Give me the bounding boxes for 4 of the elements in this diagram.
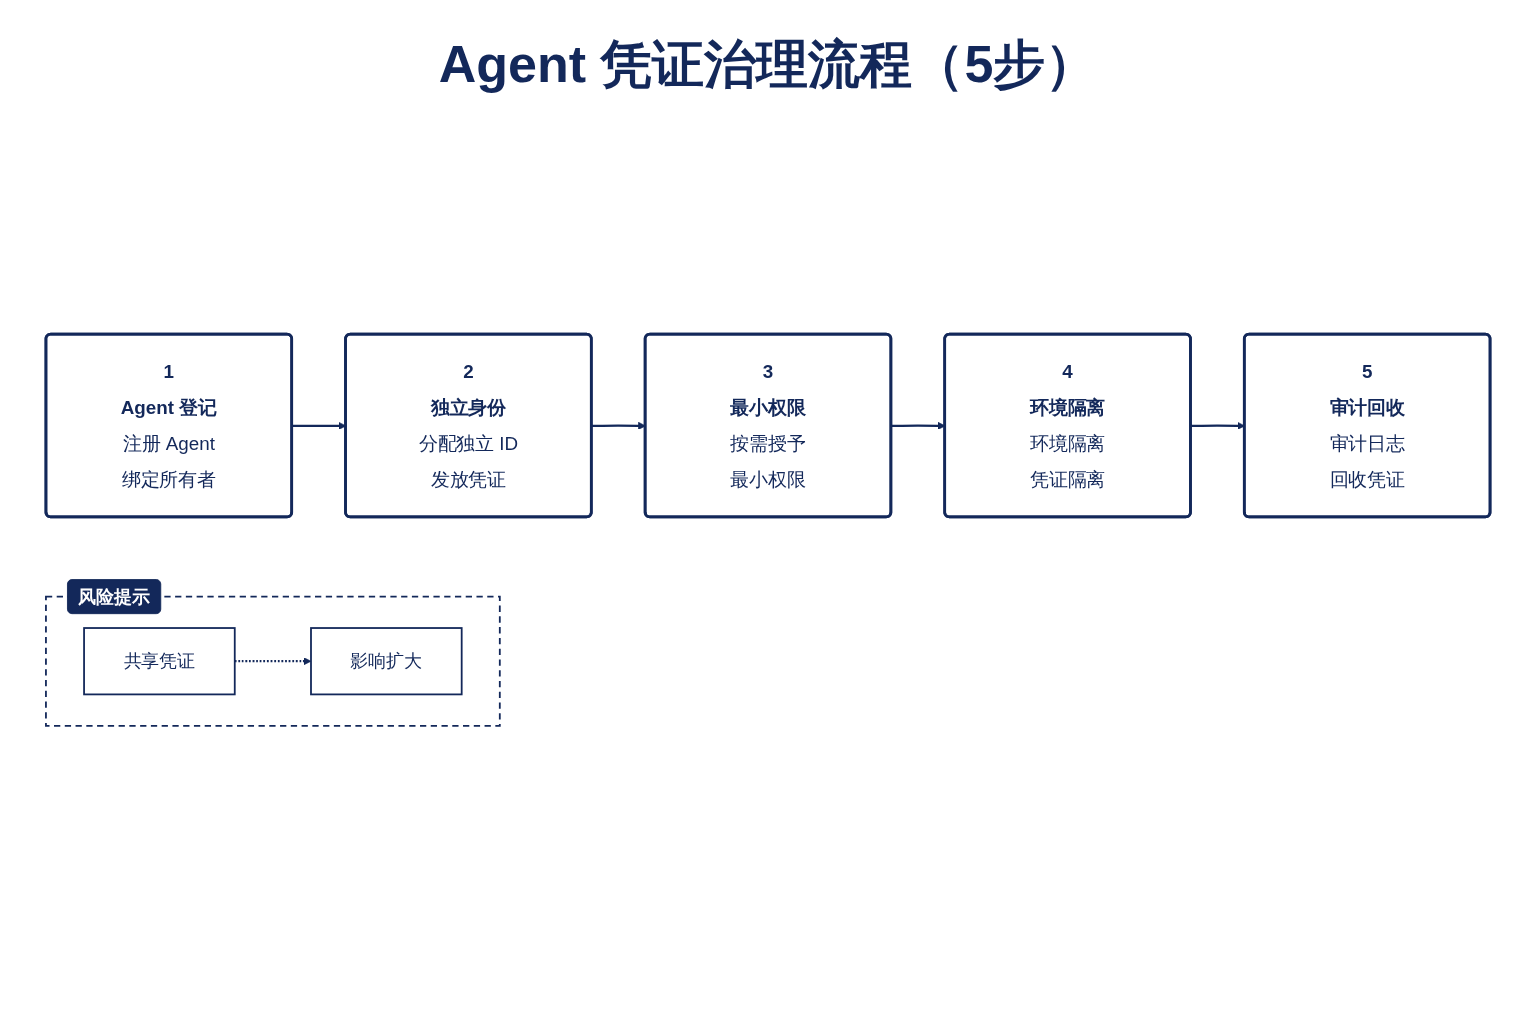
diagram-title: Agent 凭证治理流程（5步） <box>437 34 1099 95</box>
arrow <box>591 421 646 430</box>
node-box: 影响扩大 <box>310 627 463 696</box>
node-box: 共享凭证 <box>83 627 236 696</box>
